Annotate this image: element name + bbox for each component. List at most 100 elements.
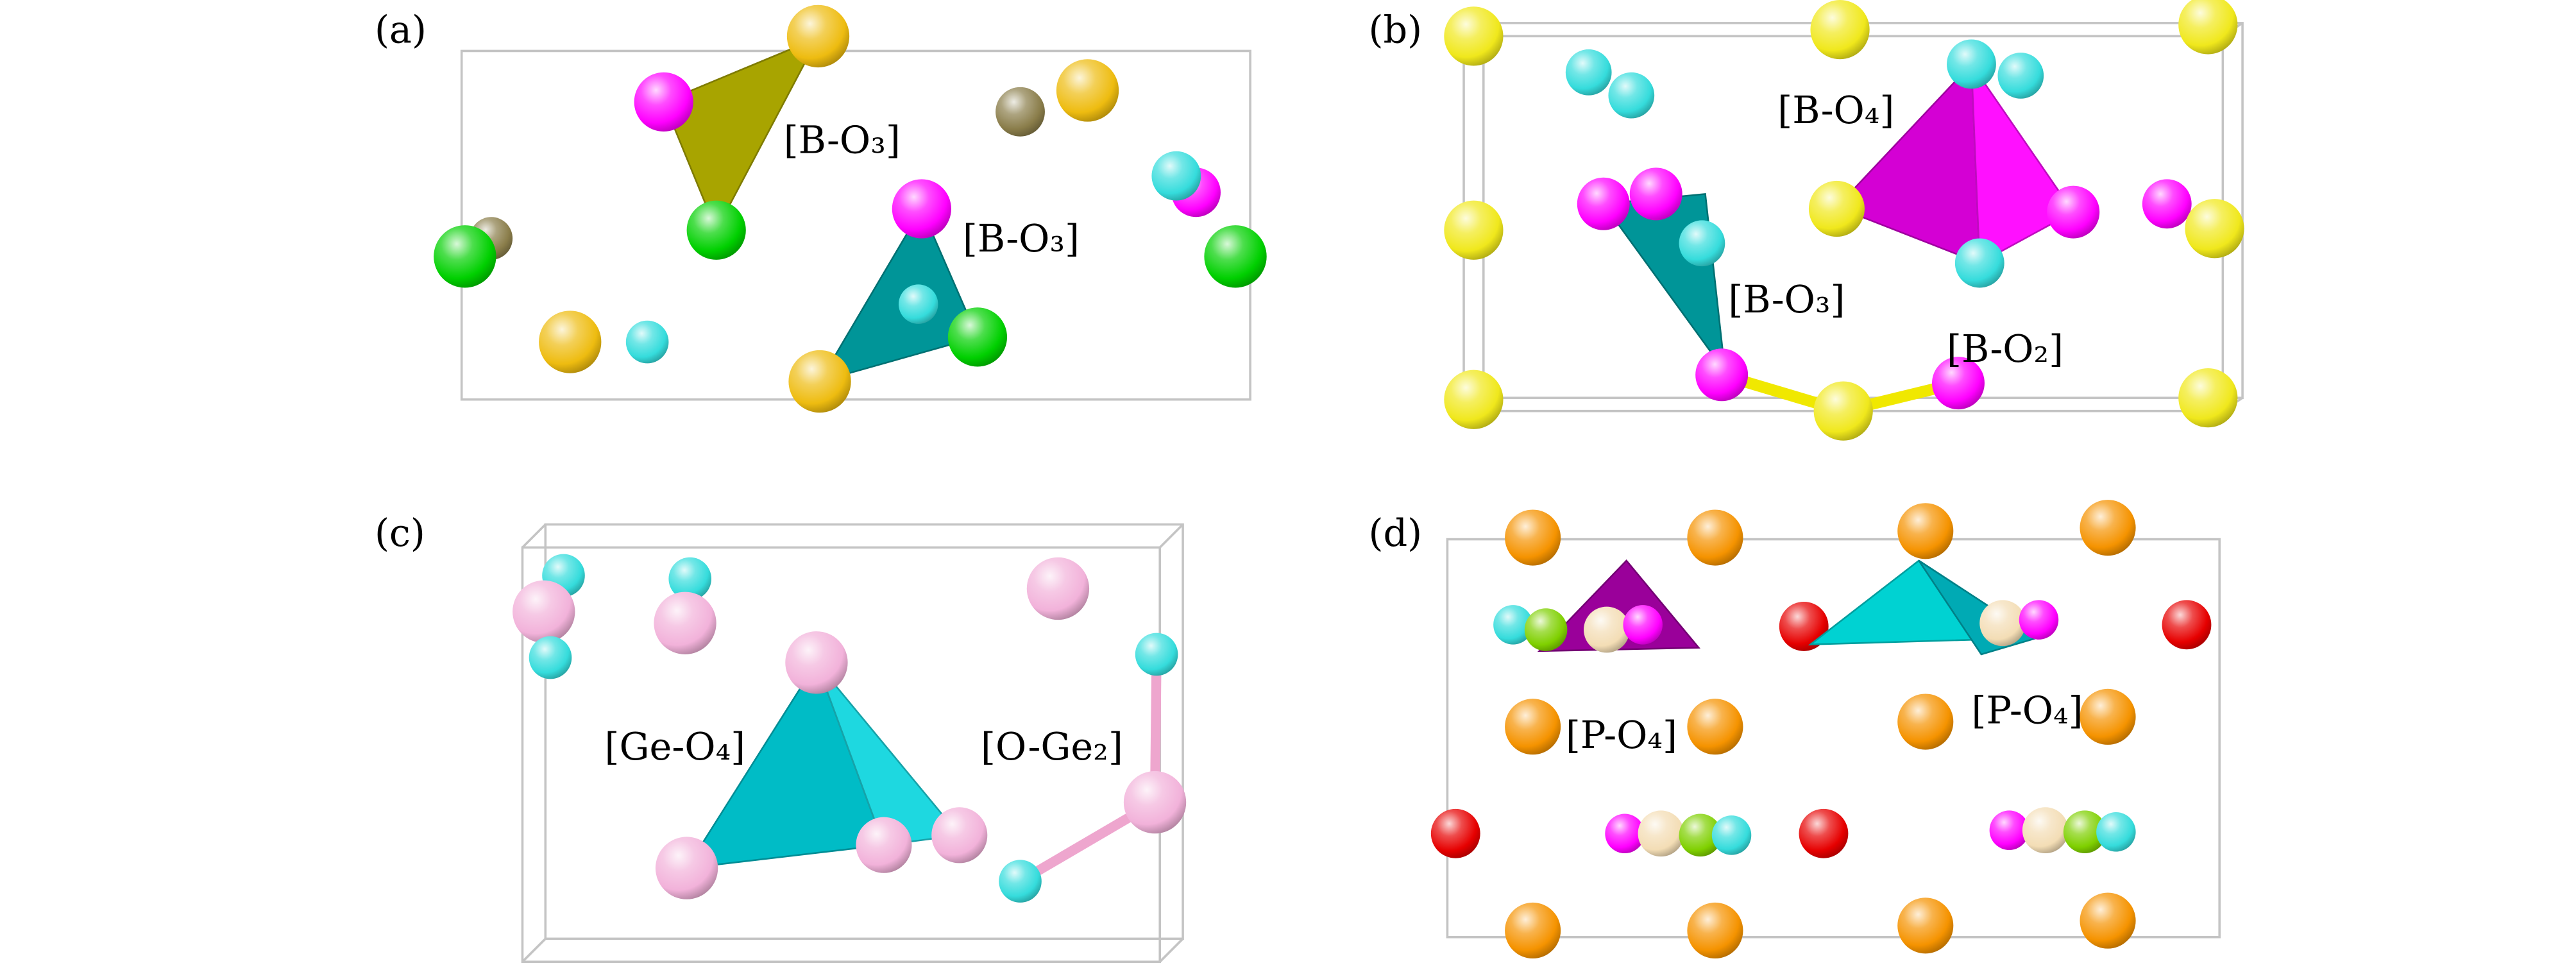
atom-sphere	[1979, 600, 2026, 647]
atom-sphere	[2178, 0, 2238, 55]
annotation-label: [B-O₃]	[1728, 277, 1845, 321]
atom-sphere	[655, 837, 718, 899]
atom-sphere	[668, 557, 712, 600]
atom-sphere	[434, 225, 496, 288]
atom-sphere	[686, 200, 746, 260]
atom-sphere	[1679, 813, 1722, 857]
panel-a: (a) [B-O₃] [B-O₃]	[375, 4, 1267, 413]
unit-cell-frame	[544, 523, 1184, 940]
annotation-label: [Ge-O₄]	[605, 724, 746, 769]
panel-b: (b)[B-O₄][B-O₃][B-O₂]	[1369, 0, 2244, 441]
atom-sphere	[2080, 892, 2136, 949]
atom-sphere	[1123, 770, 1187, 834]
atom-sphere	[2162, 600, 2212, 650]
annotation-label: [P-O₄]	[1971, 688, 2083, 733]
atom-sphere	[1493, 605, 1533, 645]
atom-sphere	[1897, 503, 1954, 559]
atom-sphere	[1989, 810, 2029, 850]
atom-sphere	[1779, 601, 1829, 651]
atom-sphere	[898, 284, 938, 324]
atom-sphere	[931, 807, 988, 864]
atom-sphere	[1505, 509, 1561, 566]
unit-cell-edge	[1158, 523, 1184, 549]
atom-sphere	[634, 72, 693, 132]
atom-sphere	[1565, 49, 1612, 96]
polyhedron-face	[818, 207, 979, 383]
atom-sphere	[2142, 179, 2192, 229]
atom-sphere	[1524, 608, 1568, 651]
atom-sphere	[786, 4, 850, 68]
atom-sphere	[539, 311, 602, 373]
atom-sphere	[1605, 813, 1645, 854]
atom-sphere	[625, 320, 669, 364]
annotation-label: [P-O₄]	[1566, 713, 1677, 757]
panel-label: (d)	[1369, 511, 1423, 555]
atom-sphere	[1810, 0, 1870, 60]
atom-sphere	[1623, 605, 1663, 645]
atom-sphere	[2178, 368, 2238, 428]
atom-sphere	[2080, 500, 2136, 556]
atom-sphere	[1711, 815, 1752, 855]
atom-sphere	[2063, 810, 2106, 854]
atom-sphere	[1687, 699, 1743, 755]
panel-label: (a)	[375, 8, 427, 52]
unit-cell-edge	[1158, 938, 1184, 963]
unit-cell-edge	[521, 523, 547, 549]
atom-sphere	[654, 591, 716, 654]
atom-sphere	[1629, 167, 1682, 221]
atom-sphere	[1932, 357, 1985, 410]
atom-sphere	[1638, 810, 1684, 857]
atom-sphere	[1204, 225, 1267, 288]
annotation-label: [B-O₂]	[1947, 327, 2063, 371]
atom-sphere	[1151, 151, 1201, 201]
atom-sphere	[1608, 72, 1655, 119]
atom-sphere	[1430, 808, 1480, 858]
atom-sphere	[1444, 200, 1504, 260]
annotation-label: [O-Ge₂]	[981, 724, 1123, 769]
unit-cell-frame	[460, 49, 1251, 401]
panel-c: (c) [Ge-O₄] [O-Ge₂]	[375, 511, 1187, 963]
panel-d: (d) [P-O₄] [P-O₄]	[1369, 500, 2221, 959]
atom-sphere	[1897, 693, 1954, 750]
atom-sphere	[2022, 807, 2069, 854]
atom-sphere	[1799, 808, 1849, 858]
atom-sphere	[1687, 902, 1743, 959]
panel-label: (c)	[375, 511, 425, 555]
atom-sphere	[1808, 180, 1865, 237]
atom-sphere	[1056, 59, 1119, 122]
atom-sphere	[999, 860, 1042, 903]
atom-sphere	[1954, 238, 2004, 288]
atom-sphere	[892, 179, 951, 239]
atom-sphere	[1135, 633, 1178, 676]
atom-sphere	[947, 307, 1008, 367]
atom-sphere	[2080, 688, 2136, 745]
atom-sphere	[1997, 53, 2044, 99]
atom-sphere	[1695, 348, 1749, 402]
atom-sphere	[1505, 699, 1561, 755]
atom-sphere	[1584, 606, 1630, 653]
atom-sphere	[1897, 898, 1954, 954]
panel-label: (b)	[1369, 8, 1423, 52]
atom-sphere	[2019, 600, 2059, 640]
annotation-label: [B-O₃]	[963, 216, 1080, 260]
atom-sphere	[856, 817, 912, 873]
atom-sphere	[1444, 6, 1504, 66]
atom-sphere	[1026, 557, 1090, 620]
atom-sphere	[1679, 220, 1725, 267]
atom-sphere	[788, 350, 851, 413]
atom-sphere	[2047, 185, 2100, 239]
atom-sphere	[2096, 812, 2136, 852]
atom-sphere	[996, 87, 1045, 137]
polyhedron-face	[663, 36, 820, 232]
atom-sphere	[513, 580, 575, 643]
atom-sphere	[2185, 199, 2244, 259]
annotation-label: [B-O₃]	[784, 117, 901, 162]
polyhedron-face	[815, 661, 962, 846]
atom-sphere	[1813, 381, 1873, 441]
atom-sphere	[1687, 509, 1743, 566]
atom-sphere	[1947, 39, 1996, 89]
atom-sphere	[1444, 370, 1504, 429]
atom-sphere	[529, 636, 572, 679]
atom-sphere	[1505, 902, 1561, 959]
